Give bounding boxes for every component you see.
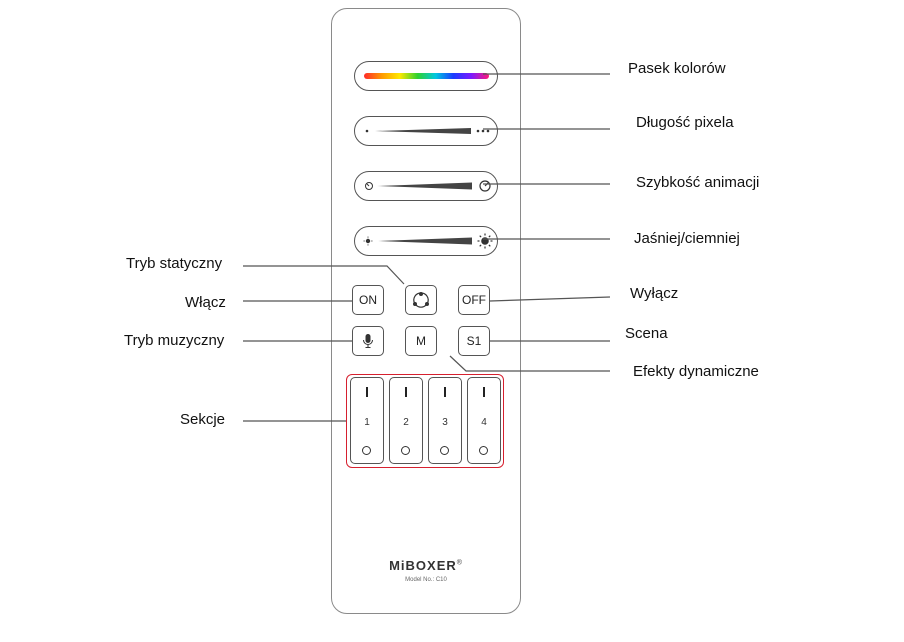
wedge-track — [374, 127, 471, 134]
brightness-slider[interactable] — [354, 226, 498, 256]
off-button[interactable]: OFF — [458, 285, 490, 315]
three-dots-icon — [476, 129, 489, 132]
small-dot-icon — [365, 129, 368, 132]
label-brighter-dimmer: Jaśniej/ciemniej — [634, 230, 740, 247]
label-turn-on: Włącz — [185, 294, 226, 311]
on-bar-icon — [366, 387, 368, 397]
zone-4-button[interactable]: 4 — [467, 377, 501, 464]
label-music-mode: Tryb muzyczny — [124, 332, 225, 349]
on-bar-icon — [444, 387, 446, 397]
zones-highlight-frame — [346, 374, 504, 468]
zone-number: 1 — [364, 417, 370, 428]
static-mode-icon — [413, 292, 429, 308]
label-animation-speed: Szybkość animacji — [636, 174, 760, 191]
zone-number: 3 — [442, 417, 448, 428]
on-bar-icon — [483, 387, 485, 397]
pixel-length-slider[interactable] — [354, 116, 498, 146]
on-button[interactable]: ON — [352, 285, 384, 315]
on-button-label: ON — [359, 293, 377, 307]
slow-gauge-icon — [364, 181, 373, 190]
off-circle-icon — [362, 446, 371, 455]
callout-line-off — [489, 296, 611, 302]
callout-line-static-mode — [243, 265, 405, 285]
label-scene: Scena — [625, 325, 668, 342]
wedge-track — [377, 237, 472, 244]
zone-number: 2 — [403, 417, 409, 428]
zone-2-button[interactable]: 2 — [389, 377, 423, 464]
zone-number: 4 — [481, 417, 487, 428]
label-static-mode: Tryb statyczny — [126, 255, 223, 272]
color-bar-slider[interactable] — [354, 61, 498, 91]
off-circle-icon — [440, 446, 449, 455]
animation-speed-slider[interactable] — [354, 171, 498, 201]
sun-large-icon — [477, 233, 492, 248]
off-circle-icon — [479, 446, 488, 455]
label-dynamic-effects: Efekty dynamiczne — [633, 363, 759, 380]
callout-line-dynamic-effects — [449, 355, 610, 372]
rainbow-strip — [364, 73, 489, 79]
scene-button-label: S1 — [466, 334, 482, 348]
label-pixel-length: Długość pixela — [636, 114, 734, 131]
music-mode-button[interactable] — [352, 326, 384, 356]
microphone-icon — [363, 334, 373, 348]
zone-3-button[interactable]: 3 — [428, 377, 462, 464]
brand-logo: MiBOXER® — [389, 558, 463, 573]
on-bar-icon — [405, 387, 407, 397]
model-number: Model No.: C10 — [405, 577, 447, 583]
wedge-track — [376, 182, 472, 189]
label-color-bar: Pasek kolorów — [628, 60, 726, 77]
label-turn-off: Wyłącz — [630, 285, 679, 302]
off-button-label: OFF — [462, 293, 486, 307]
sun-small-icon — [363, 236, 372, 245]
dynamic-mode-button[interactable]: M — [405, 326, 437, 356]
label-sections: Sekcje — [180, 411, 226, 428]
zone-1-button[interactable]: 1 — [350, 377, 384, 464]
dynamic-mode-label: M — [416, 334, 426, 348]
scene-button[interactable]: S1 — [458, 326, 490, 356]
off-circle-icon — [401, 446, 410, 455]
static-mode-button[interactable] — [405, 285, 437, 315]
